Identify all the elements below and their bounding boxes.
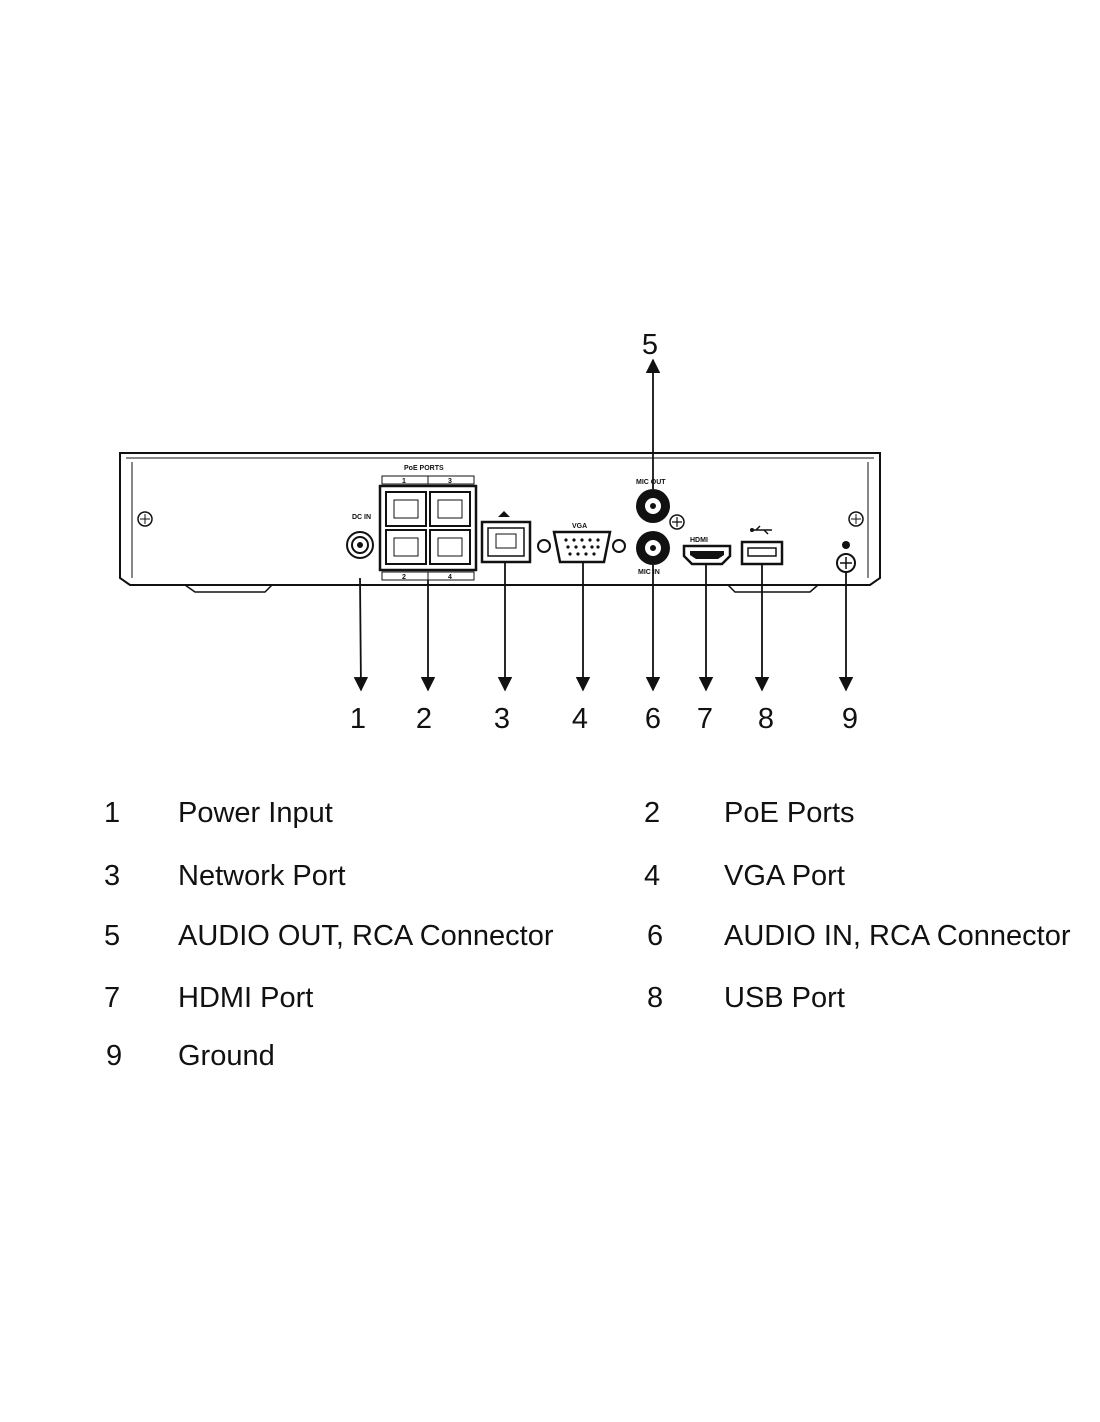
legend-number-6: 6 — [647, 920, 664, 952]
legend-label-audio-out: AUDIO OUT, RCA Connector — [178, 920, 554, 952]
legend-label-audio-in: AUDIO IN, RCA Connector — [724, 920, 1071, 952]
poe-port-4-label: 4 — [448, 574, 452, 581]
callout-number-5: 5 — [642, 329, 658, 361]
legend-number-9: 9 — [106, 1040, 123, 1072]
small-ground-screw — [669, 514, 685, 530]
callout-number-6: 6 — [645, 703, 661, 735]
poe-ports: PoE PORTS 1 3 2 4 — [378, 465, 478, 581]
legend-number-5: 5 — [104, 920, 121, 952]
hdmi-label: HDMI — [690, 537, 708, 544]
hdmi-port: HDMI — [682, 537, 732, 566]
poe-ports-label: PoE PORTS — [404, 465, 444, 472]
legend-number-7: 7 — [104, 982, 121, 1014]
callout-number-1: 1 — [350, 703, 366, 735]
usb-icon — [752, 525, 772, 535]
poe-port-1-label: 1 — [402, 478, 406, 485]
audio-in-connector: MIC IN — [636, 531, 670, 576]
poe-port-2-label: 2 — [402, 574, 406, 581]
usb-port — [740, 525, 784, 566]
network-port — [480, 511, 532, 564]
legend-label-network-port: Network Port — [178, 860, 346, 892]
legend-label-usb-port: USB Port — [724, 982, 845, 1014]
callout-number-7: 7 — [697, 703, 713, 735]
audio-out-connector: MIC OUT — [636, 479, 670, 523]
callout-number-8: 8 — [758, 703, 774, 735]
callout-lines — [353, 358, 854, 692]
network-icon — [498, 511, 510, 517]
ground-terminal — [836, 541, 856, 573]
legend-label-ground: Ground — [178, 1040, 275, 1072]
callout-number-9: 9 — [842, 703, 858, 735]
legend-number-1: 1 — [104, 797, 121, 829]
poe-port-3-label: 3 — [448, 478, 452, 485]
callout-line-1 — [353, 577, 369, 692]
legend-number-3: 3 — [104, 860, 121, 892]
legend-label-power-input: Power Input — [178, 797, 333, 829]
mic-out-label: MIC OUT — [636, 479, 666, 486]
power-input-port: DC IN — [346, 514, 374, 559]
legend-label-vga-port: VGA Port — [724, 860, 845, 892]
callout-number-3: 3 — [494, 703, 510, 735]
rear-panel-diagram: DC IN PoE PORTS 1 3 2 4 — [119, 329, 881, 735]
vga-label: VGA — [572, 523, 587, 530]
legend-label-poe-ports: PoE Ports — [724, 797, 855, 829]
callout-numbers: 5 1 2 3 4 6 7 8 9 — [350, 329, 858, 735]
callout-number-2: 2 — [416, 703, 432, 735]
vga-port: VGA — [537, 523, 626, 564]
device-chassis — [119, 452, 881, 593]
dc-in-label: DC IN — [352, 514, 371, 521]
mic-in-label: MIC IN — [638, 569, 660, 576]
callout-number-4: 4 — [572, 703, 588, 735]
legend-number-4: 4 — [644, 860, 661, 892]
legend-label-hdmi-port: HDMI Port — [178, 982, 314, 1014]
legend-number-8: 8 — [647, 982, 664, 1014]
legend-number-2: 2 — [644, 797, 661, 829]
